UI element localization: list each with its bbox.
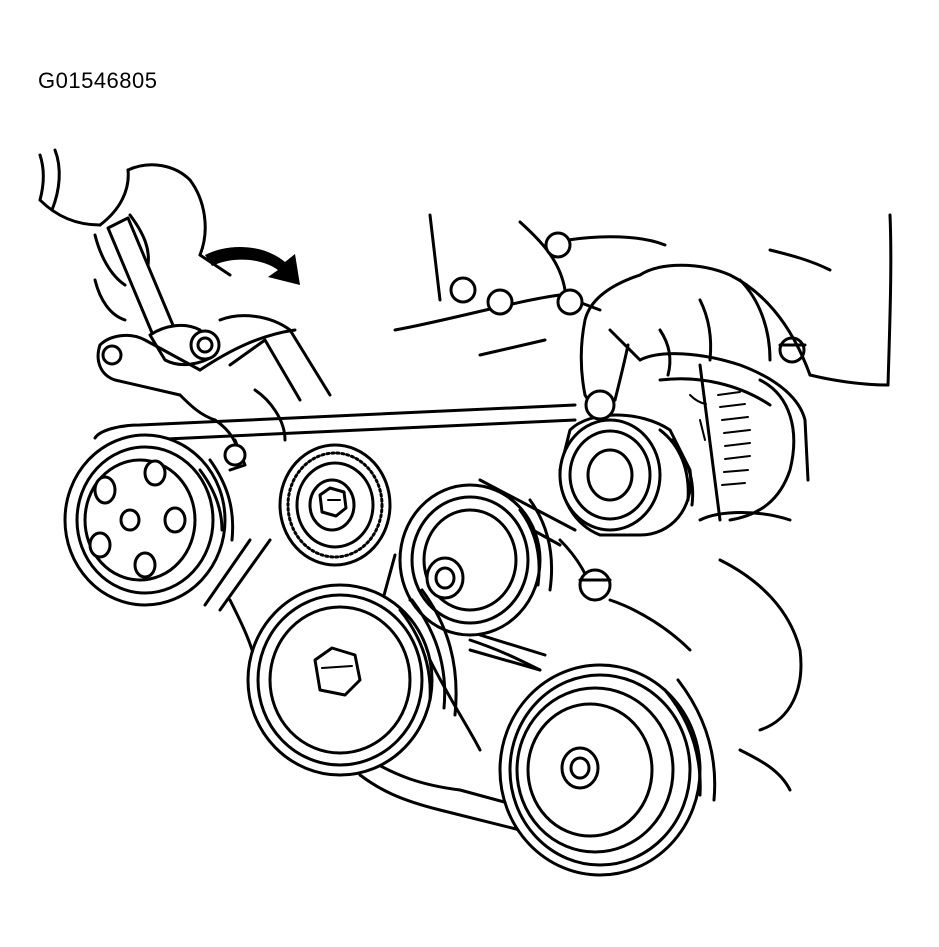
crankshaft-pulley	[246, 583, 458, 777]
left-hand	[38, 148, 232, 322]
idler-pulley	[398, 483, 612, 637]
tensioner-pulley	[278, 443, 392, 567]
right-hand	[579, 213, 893, 407]
engine-bolts	[223, 231, 584, 467]
tensioner-bolt-icon	[318, 486, 348, 518]
crank-bolt-icon	[313, 646, 362, 697]
figure-id-label: G01546805	[38, 68, 158, 93]
compressor-pulley	[498, 663, 717, 877]
alternator-pulley	[558, 389, 695, 537]
wrench	[106, 216, 221, 367]
rotation-arrow-icon	[205, 246, 300, 285]
alternator	[638, 336, 810, 522]
power-steering-pulley	[63, 433, 235, 607]
